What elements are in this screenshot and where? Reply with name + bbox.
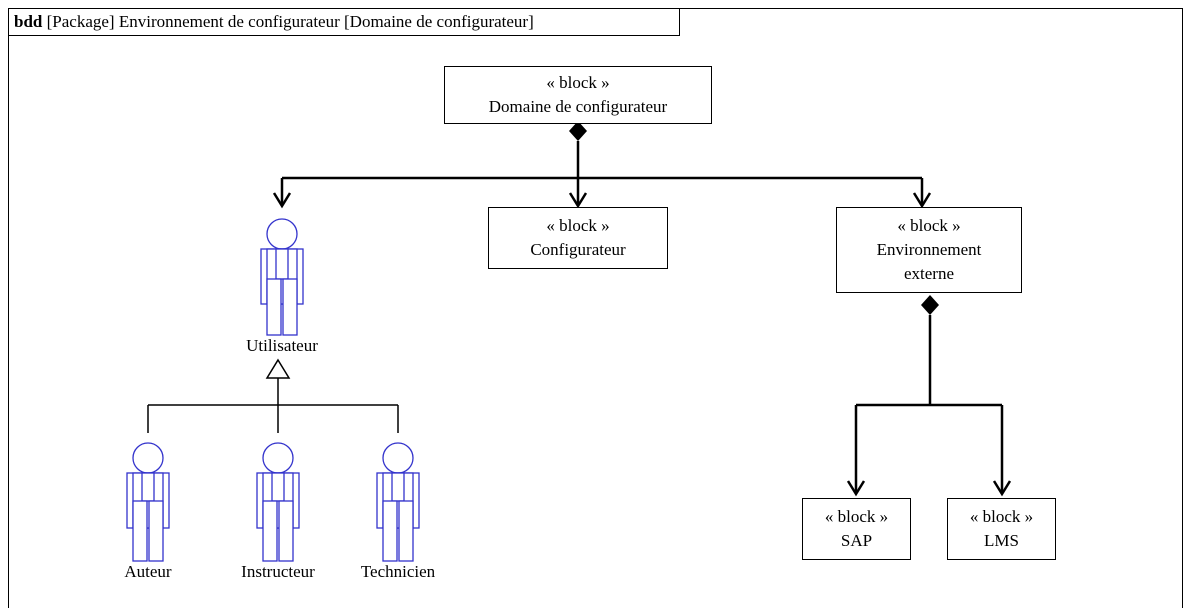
block-name: Domaine de configurateur — [488, 97, 668, 116]
block-name: LMS — [984, 531, 1019, 550]
block-stereotype: « block » — [546, 216, 610, 235]
actor-label-auteur: Auteur — [124, 562, 172, 581]
arrowhead-utilisateur — [272, 192, 292, 209]
block-name: SAP — [840, 531, 873, 550]
diagram-frame — [8, 8, 1183, 608]
composition-diamond-domaine — [569, 121, 587, 141]
arrowhead-environnement — [912, 192, 932, 209]
actor-technicien-icon — [376, 442, 420, 562]
actor-label-technicien: Technicien — [360, 562, 436, 581]
diagram-kind: bdd — [14, 12, 43, 31]
actor-label-instructeur: Instructeur — [241, 562, 315, 581]
actor-auteur-icon — [126, 442, 170, 562]
block-stereotype: « block » — [824, 507, 889, 526]
block-environnement-externe[interactable]: « block » Environnement externe — [836, 207, 1022, 293]
block-configurateur[interactable]: « block » Configurateur — [488, 207, 668, 269]
block-stereotype: « block » — [546, 73, 610, 92]
block-name-line1: Environnement — [876, 240, 982, 259]
arrowhead-configurateur — [568, 192, 588, 209]
arrowhead-lms — [992, 480, 1012, 497]
diagram-title: [Package] Environnement de configurateur… — [46, 12, 534, 31]
block-stereotype: « block » — [969, 507, 1034, 526]
actor-utilisateur-icon — [260, 218, 304, 336]
composition-diamond-environnement — [921, 295, 939, 315]
block-name: Configurateur — [530, 240, 626, 259]
generalization-triangle — [265, 358, 291, 379]
arrowhead-sap — [846, 480, 866, 497]
actor-label-utilisateur: Utilisateur — [246, 336, 318, 355]
block-stereotype: « block » — [897, 216, 961, 235]
block-domaine-de-configurateur[interactable]: « block » Domaine de configurateur — [444, 66, 712, 124]
block-name-line2: externe — [903, 264, 955, 283]
block-sap[interactable]: « block » SAP — [802, 498, 911, 560]
diagram-header: bdd [Package] Environnement de configura… — [8, 8, 680, 36]
block-lms[interactable]: « block » LMS — [947, 498, 1056, 560]
actor-instructeur-icon — [256, 442, 300, 562]
